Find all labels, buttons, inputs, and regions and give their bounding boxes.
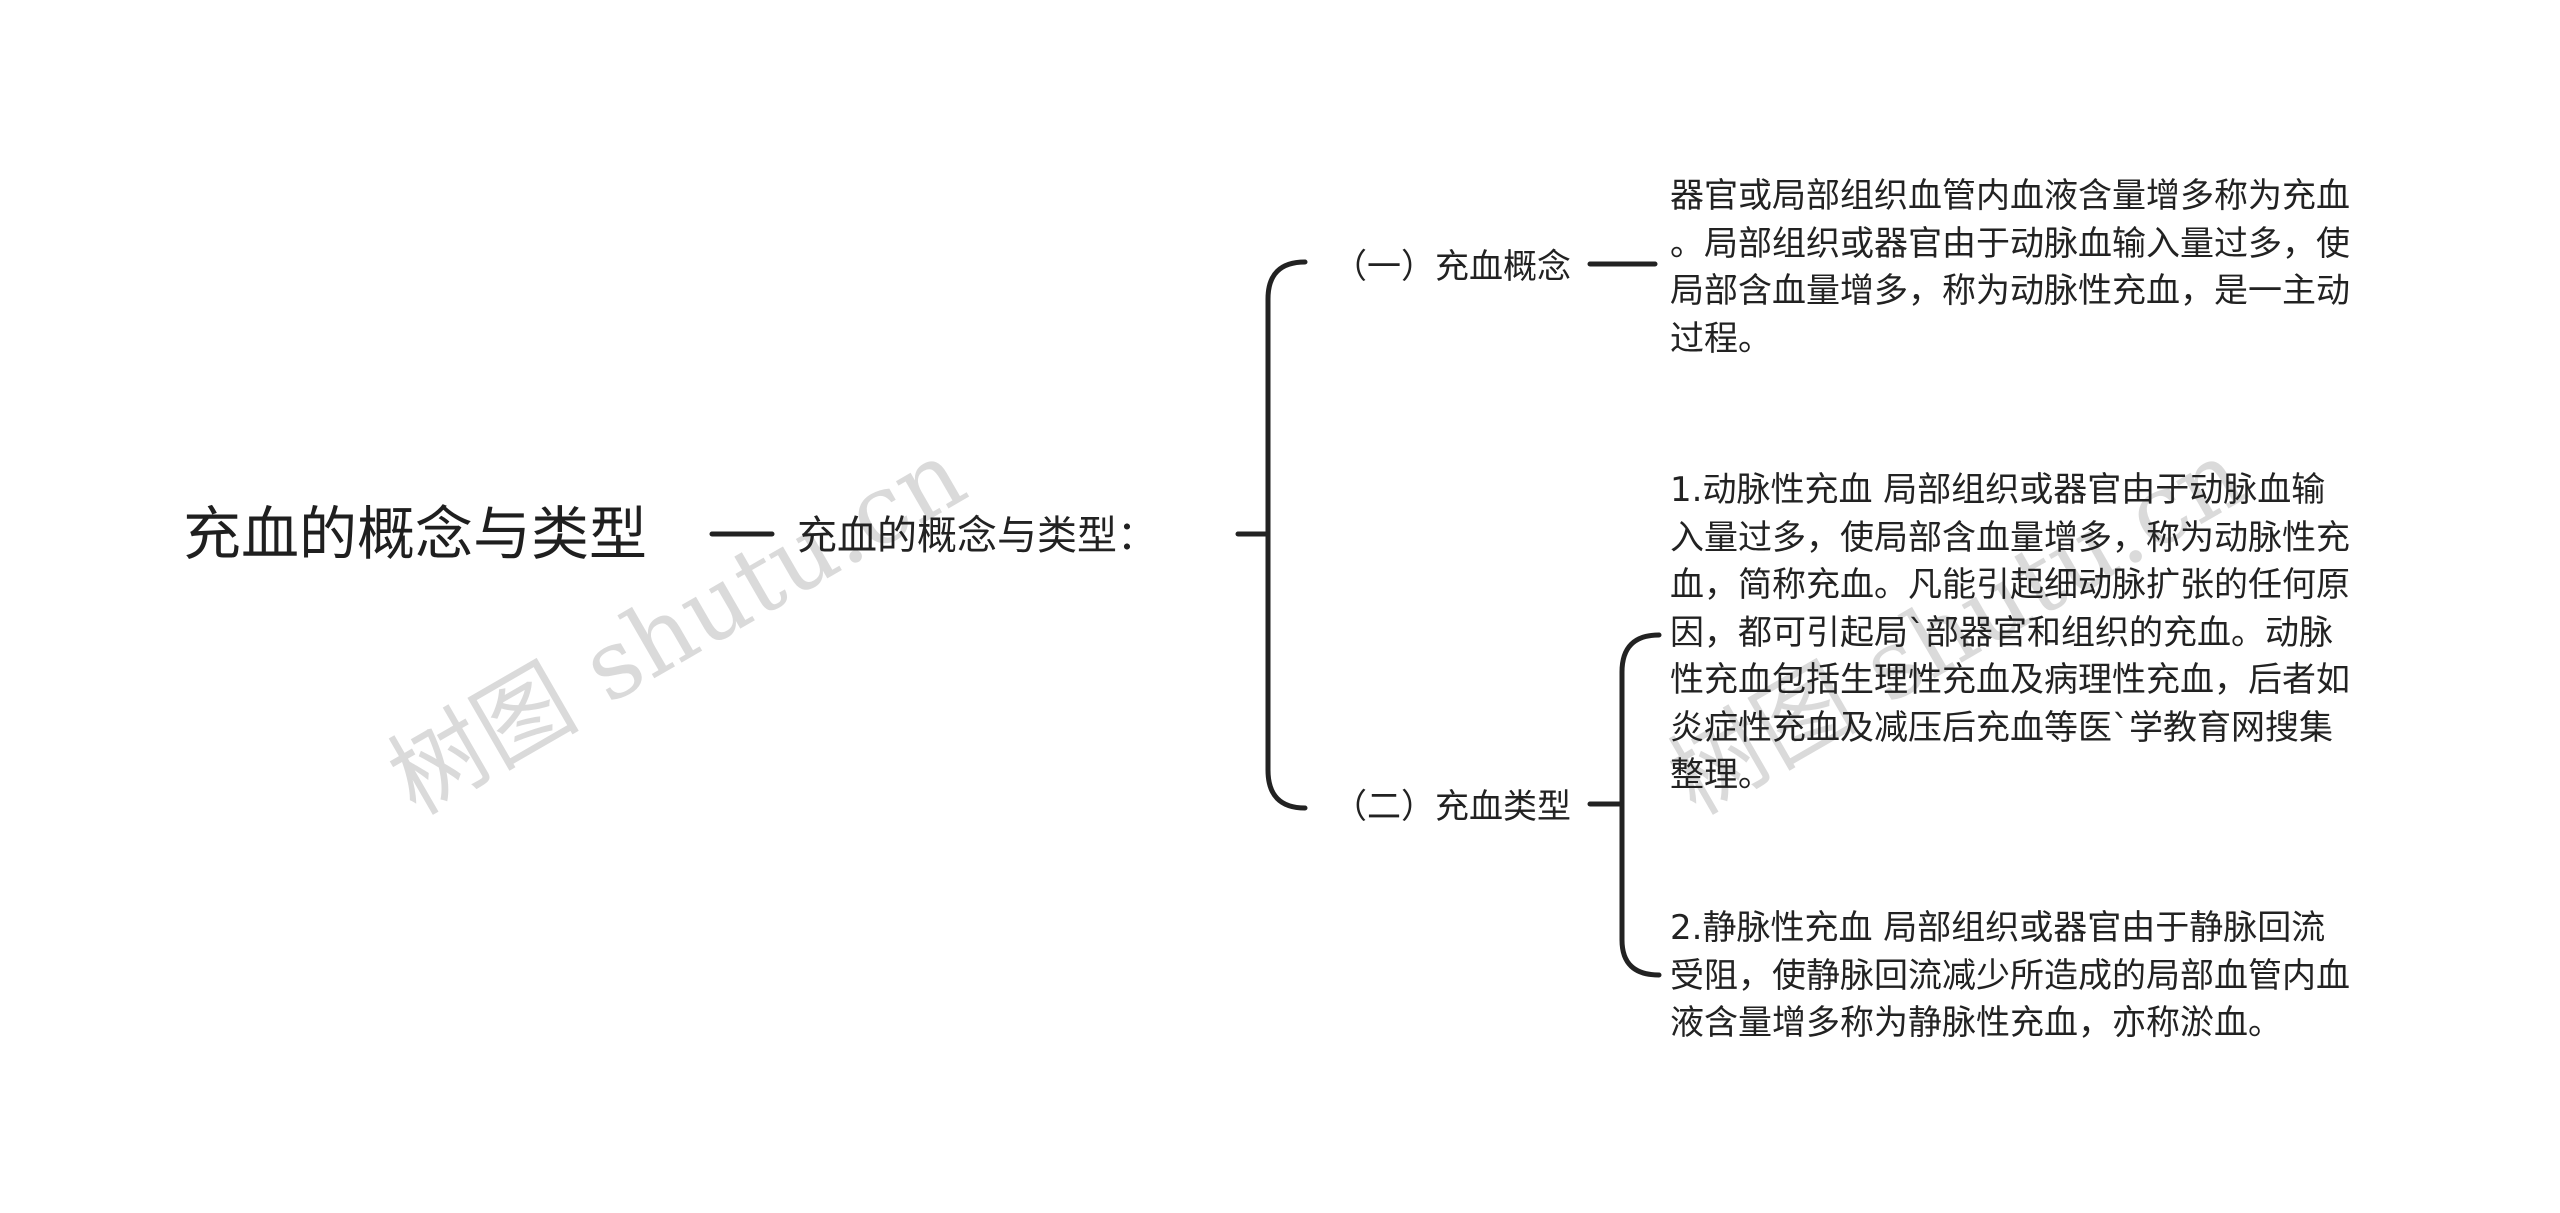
detail-line: 局部含血量增多，称为动脉性充血，是一主动 — [1670, 271, 2350, 311]
branch-node-types[interactable]: （二）充血类型 — [1333, 787, 1571, 827]
detail-line: 2.静脉性充血 局部组织或器官由于静脉回流 — [1670, 908, 2326, 948]
branch2-bracket — [1619, 632, 1662, 978]
detail-line: 炎症性充血及减压后充血等医`学教育网搜集 — [1670, 707, 2333, 748]
detail-line: 。局部组织或器官由于动脉血输入量过多，使 — [1670, 223, 2350, 264]
detail-line: 因，都可引起局`部器官和组织的充血。动脉 — [1670, 612, 2333, 653]
detail-node-arterial-hyperemia[interactable]: 1.动脉性充血 局部组织或器官由于动脉血输 入量过多，使局部含血量增多，称为动脉… — [1670, 467, 2350, 800]
detail-node-concept[interactable]: 器官或局部组织血管内血液含量增多称为充血 。局部组织或器官由于动脉血输入量过多，… — [1670, 173, 2350, 363]
detail-line: 1.动脉性充血 局部组织或器官由于动脉血输 — [1670, 470, 2326, 510]
root-node[interactable]: 充血的概念与类型 — [183, 500, 648, 568]
detail-node-venous-hyperemia[interactable]: 2.静脉性充血 局部组织或器官由于静脉回流 受阻，使静脉回流减少所造成的局部血管… — [1670, 905, 2350, 1048]
detail-line: 入量过多，使局部含血量增多，称为动脉性充 — [1670, 517, 2350, 558]
detail-line: 性充血包括生理性充血及病理性充血，后者如 — [1670, 660, 2350, 700]
detail-line: 过程。 — [1670, 318, 1772, 359]
detail-line: 液含量增多称为静脉性充血，亦称淤血。 — [1670, 1003, 2282, 1043]
detail-line: 受阻，使静脉回流减少所造成的局部血管内血 — [1670, 955, 2350, 996]
detail-line: 血，简称充血。凡能引起细动脉扩张的任何原 — [1670, 565, 2350, 605]
level1-bracket — [1265, 259, 1308, 811]
branch-node-concept[interactable]: （一）充血概念 — [1333, 247, 1571, 287]
detail-line: 整理。 — [1670, 755, 1772, 795]
detail-line: 器官或局部组织血管内血液含量增多称为充血 — [1670, 176, 2350, 216]
level1-node[interactable]: 充血的概念与类型： — [797, 513, 1157, 559]
